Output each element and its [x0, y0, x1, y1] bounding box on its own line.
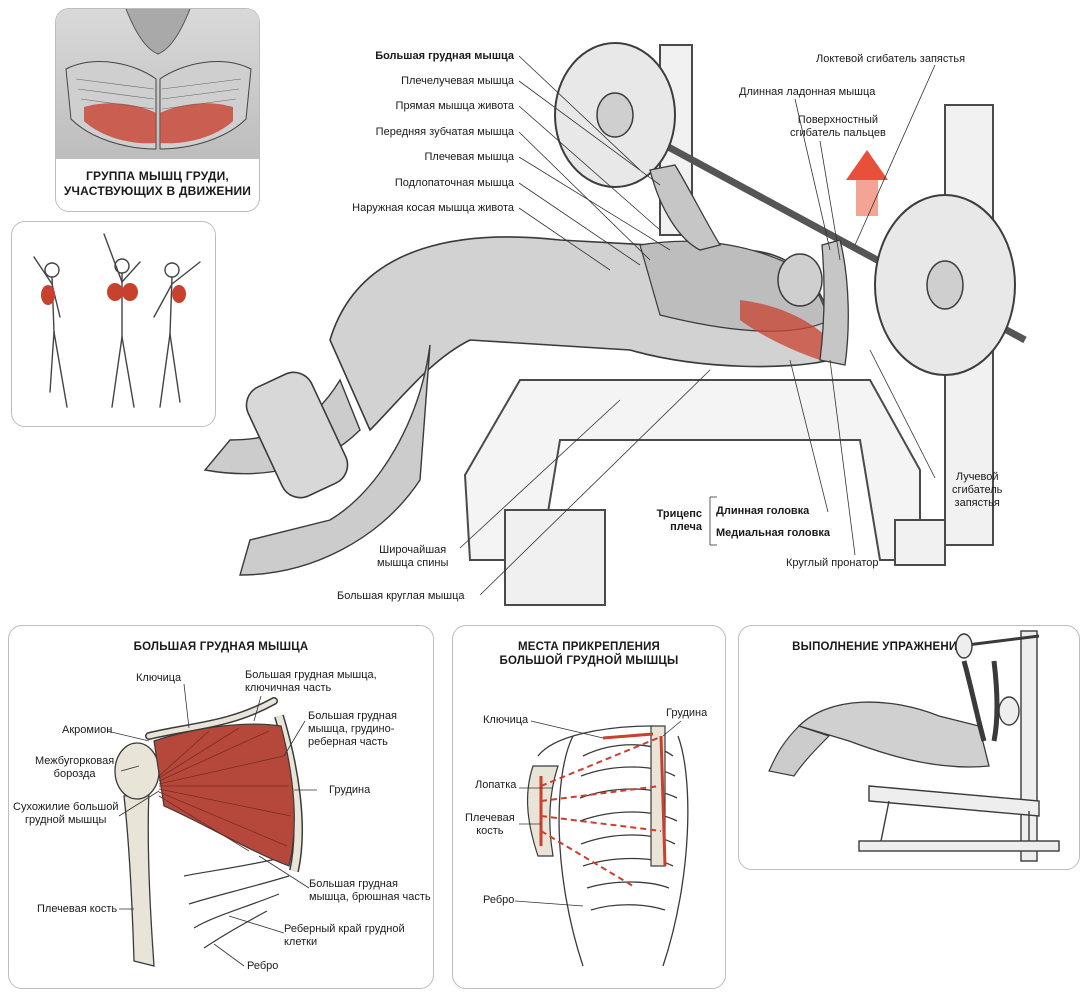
chest-illustration — [56, 9, 259, 159]
label-triceps-medial-head: Медиальная головка — [716, 527, 830, 539]
label-flexor-carpi-ulnaris: Локтевой сгибатель запястья — [816, 53, 966, 65]
exec-panel-title: ВЫПОЛНЕНИЕ УПРАЖНЕНИЯ — [792, 641, 966, 653]
label-palmaris-longus: Длинная ладонная мышца — [739, 86, 876, 98]
label-pectoralis-major: Большая грудная мышца — [375, 50, 514, 62]
label-serratus-anterior: Передняя зубчатая мышца — [375, 126, 514, 138]
body-figures-panel — [11, 221, 216, 427]
label-teres-major: Большая круглая мышца — [337, 590, 465, 602]
label-triceps-long-head: Длинная головка — [716, 505, 810, 517]
attachment-anatomy — [514, 720, 689, 967]
label-external-oblique: Наружная косая мышца живота — [352, 202, 514, 214]
pec-label-clavicle: Ключица — [136, 672, 182, 684]
attachment-panel: МЕСТА ПРИКРЕПЛЕНИЯ БОЛЬШОЙ ГРУДНОЙ МЫШЦЫ — [452, 625, 726, 989]
pec-label-acromion: Акромион — [62, 724, 113, 736]
label-triceps: Трицепс плеча — [656, 508, 702, 533]
pectoralis-major-anatomy — [106, 683, 317, 967]
execution-panel: ВЫПОЛНЕНИЕ УПРАЖНЕНИЯ — [738, 625, 1080, 870]
chest-panel-title: ГРУППА МЫШЦ ГРУДИ, УЧАСТВУЮЩИХ В ДВИЖЕНИ… — [63, 169, 252, 198]
pec-label-sternum: Грудина — [329, 784, 371, 796]
pec-label-clavicular-part: Большая грудная мышца, ключичная часть — [245, 669, 377, 694]
label-brachioradialis: Плечелучевая мышца — [401, 75, 514, 87]
direction-arrow-icon — [846, 150, 888, 216]
execution-illustration — [768, 630, 1060, 862]
attach-label-humerus: Плечевая кость — [465, 812, 515, 837]
body-figures-illustration — [33, 233, 201, 408]
label-pronator-teres: Круглый пронатор — [786, 557, 879, 569]
attach-label-sternum: Грудина — [666, 707, 708, 719]
label-latissimus-dorsi: Широчайшая мышца спины — [377, 544, 449, 569]
pec-label-tendon: Сухожилие большой грудной мышцы — [13, 801, 119, 826]
pec-label-intertubercular-groove: Межбугорковая борозда — [35, 755, 115, 780]
attach-label-rib: Ребро — [483, 894, 515, 906]
attach-label-scapula: Лопатка — [475, 779, 517, 791]
pec-label-abdominal-part: Большая грудная мышца, брюшная часть — [309, 878, 431, 903]
attach-label-clavicle: Ключица — [483, 714, 529, 726]
label-rectus-abdominis: Прямая мышца живота — [395, 100, 514, 112]
pec-label-sternocostal-part: Большая грудная мышца, грудино- реберная… — [308, 710, 397, 748]
pec-label-costal-margin: Реберный край грудной клетки — [284, 923, 405, 948]
pec-panel-title: БОЛЬШАЯ ГРУДНАЯ МЫШЦА — [133, 641, 309, 653]
label-flexor-digitorum-superficialis: Поверхностный сгибатель пальцев — [790, 114, 886, 139]
pectoralis-major-panel: БОЛЬШАЯ ГРУДНАЯ МЫШЦА — [8, 625, 434, 989]
label-flexor-carpi-radialis: Лучевой сгибатель запястья — [952, 471, 1003, 509]
label-brachialis: Плечевая мышца — [424, 151, 515, 163]
label-subscapularis: Подлопаточная мышца — [394, 177, 514, 189]
bench-press-illustration — [203, 42, 1027, 606]
attach-panel-title: МЕСТА ПРИКРЕПЛЕНИЯ БОЛЬШОЙ ГРУДНОЙ МЫШЦЫ — [499, 641, 679, 667]
pec-label-humerus: Плечевая кость — [37, 903, 118, 915]
chest-muscles-panel: ГРУППА МЫШЦ ГРУДИ, УЧАСТВУЮЩИХ В ДВИЖЕНИ… — [55, 8, 260, 212]
pec-label-rib: Ребро — [247, 960, 279, 972]
